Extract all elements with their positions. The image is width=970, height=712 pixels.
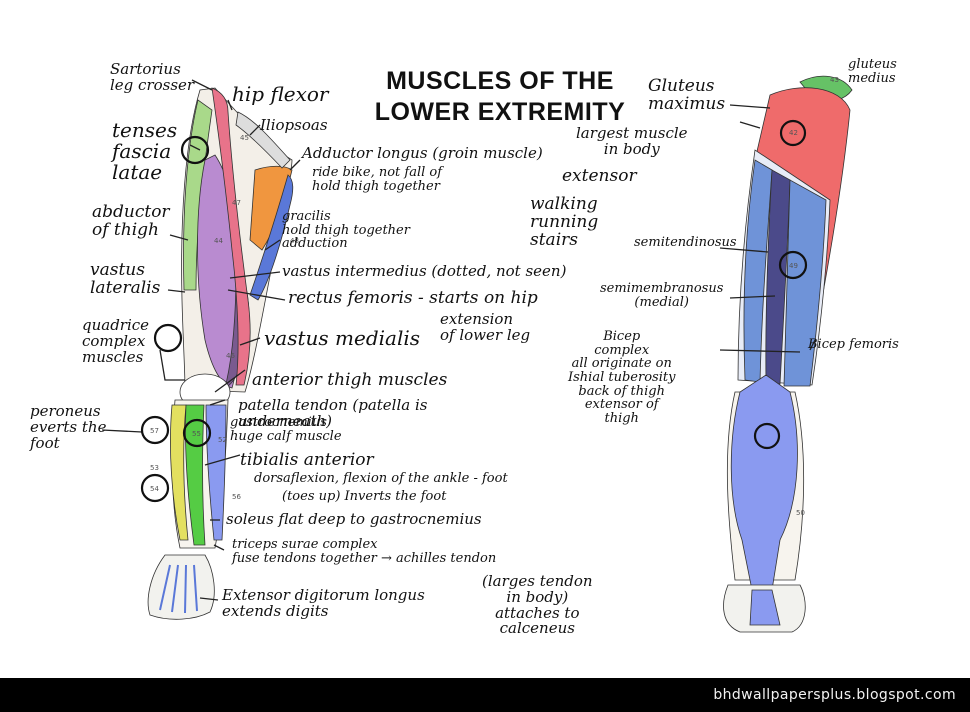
num-55: 55	[192, 430, 201, 438]
tibialis-anterior	[185, 404, 206, 546]
num-52: 52	[218, 436, 227, 444]
num-43: 43	[830, 76, 839, 84]
note-gastrocnemius: gastrocnemius huge calf muscle	[230, 415, 342, 444]
note-bicep-complex: Bicep complex all originate on Ishial tu…	[568, 329, 676, 426]
num-53: 53	[150, 464, 159, 472]
note-gluteus-maximus: Gluteus maximus	[648, 76, 726, 114]
note-adductor-longus: Adductor longus (groin muscle)	[302, 144, 543, 162]
note-vastus-intermedius: vastus intermedius (dotted, not seen)	[282, 262, 567, 280]
note-dorsiflexion-detail: (toes up) Inverts the foot	[282, 489, 447, 504]
note-semimembranosus: semimembranosus (medial)	[600, 281, 724, 310]
note-gracilis: gracilis hold thigh together adduction	[282, 209, 410, 252]
num-57: 57	[150, 427, 159, 435]
num-47: 47	[232, 199, 241, 207]
note-tibialis-anterior: tibialis anterior	[240, 450, 374, 470]
num-42: 42	[789, 129, 798, 137]
num-45: 45	[240, 134, 249, 142]
circle-markers	[140, 119, 808, 503]
note-iliopsoas: Iliopsoas	[260, 116, 328, 134]
leg-illustrations: 43 45 47 44 48 46 52 57 55 56 54 53 42 4…	[101, 75, 853, 633]
note-semitendinosus: semitendinosus	[634, 235, 737, 250]
gastrocnemius	[730, 374, 798, 591]
num-49: 49	[789, 262, 798, 270]
note-adductor-detail: ride bike, not fall of hold thigh togeth…	[312, 165, 443, 194]
semimembranosus	[765, 169, 791, 385]
note-soleus: soleus flat deep to gastrocnemius	[226, 510, 482, 528]
iliopsoas	[235, 111, 291, 169]
note-hip-flexor: hip flexor	[232, 82, 329, 106]
note-achilles-detail: (larges tendon in body) attaches to calc…	[482, 572, 593, 638]
num-50: 50	[796, 509, 805, 517]
note-patella-tendon: patella tendon (patella is underneath)	[238, 396, 428, 430]
note-rectus-femoris: rectus femoris - starts on hip	[288, 288, 538, 308]
achilles-tendon	[749, 589, 781, 626]
note-vastus-medialis: vastus medialis	[264, 326, 421, 350]
title-line-2: LOWER EXTREMITY	[374, 98, 626, 126]
note-peroneus: peroneus everts the foot	[30, 402, 107, 452]
num-44: 44	[214, 237, 223, 245]
note-rectus-detail: extension of lower leg	[440, 310, 531, 344]
note-walking-running: walking running stairs	[530, 194, 599, 250]
diagram-title: MUSCLES OF THE LOWER EXTREMITY	[340, 66, 660, 128]
sartorius	[211, 87, 251, 386]
num-46: 46	[226, 352, 235, 360]
note-tensor-fasciae-latae: tenses fascia latae	[112, 118, 178, 184]
note-extensor-digitorum: Extensor digitorum longus extends digits	[222, 586, 425, 620]
biceps-femoris	[783, 179, 827, 387]
pointer-lines	[101, 79, 816, 601]
anterior-leg	[147, 87, 294, 620]
note-vastus-lateralis: vastus lateralis	[90, 260, 161, 298]
foot	[147, 554, 215, 620]
note-quadricep-complex: quadrice complex muscles	[82, 316, 150, 366]
figure-numbers: 43 45 47 44 48 46 52 57 55 56 54 53 42 4…	[150, 76, 839, 517]
note-bicep-femoris: Bicep femoris	[808, 337, 899, 352]
num-48: 48	[290, 237, 299, 245]
note-extensor: extensor	[562, 166, 637, 186]
peroneus	[170, 404, 189, 541]
footer-bar	[0, 678, 970, 712]
note-sartorius: Sartorius leg crosser	[110, 60, 195, 94]
title-line-1: MUSCLES OF THE	[386, 67, 614, 95]
note-abductor: abductor of thigh	[92, 202, 170, 240]
note-gluteus-medius: gluteus medius	[848, 57, 897, 86]
note-largest-muscle: largest muscle in body	[576, 124, 688, 158]
watermark-text: bhdwallpapersplus.blogspot.com	[713, 687, 956, 703]
num-56: 56	[232, 493, 241, 501]
note-anterior-thigh: anterior thigh muscles	[252, 370, 448, 390]
toe-tendons	[159, 564, 198, 614]
gracilis	[249, 174, 294, 301]
note-dorsiflexion: dorsaflexion, flexion of the ankle - foo…	[254, 471, 508, 486]
tensor-fasciae-latae	[183, 99, 213, 291]
num-54: 54	[150, 485, 159, 493]
gastrocnemius-anterior	[205, 404, 227, 541]
note-triceps-surae: triceps surae complex fuse tendons toget…	[232, 537, 497, 566]
posterior-leg	[723, 75, 853, 633]
